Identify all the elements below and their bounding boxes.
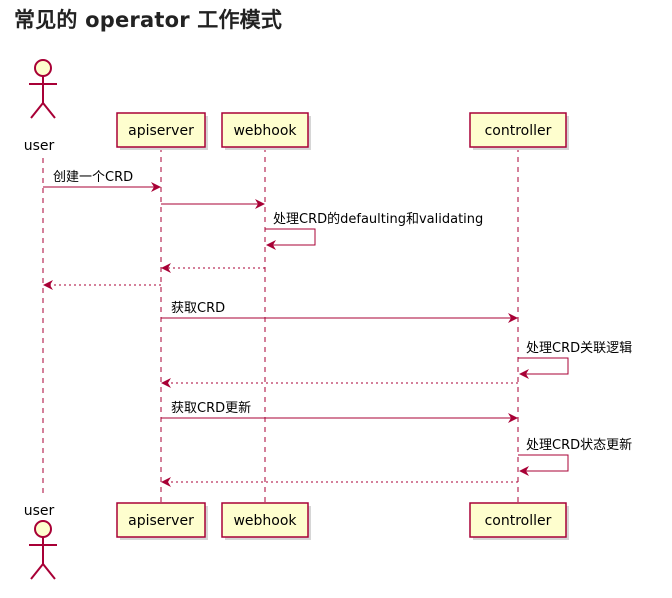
actor-label: user — [24, 503, 55, 519]
actor-legs — [30, 101, 56, 119]
participant-label: apiserver — [128, 123, 194, 139]
participant-label: controller — [485, 123, 552, 139]
message-label: 获取CRD更新 — [171, 400, 251, 416]
page-title: 常见的 operator 工作模式 — [14, 8, 283, 32]
message-label: 处理CRD关联逻辑 — [526, 341, 632, 356]
participant-label: apiserver — [128, 513, 194, 529]
message-arrow — [265, 228, 316, 250]
message-6: 获取CRD — [161, 301, 518, 323]
message-label: 创建一个CRD — [53, 170, 133, 185]
participant-label: webhook — [233, 513, 297, 529]
participant-webhook-bottom: webhook — [221, 502, 311, 540]
message-3: 处理CRD的defaulting和validating — [265, 211, 483, 250]
actor-user-top: user — [24, 59, 57, 154]
message-9: 获取CRD更新 — [161, 400, 518, 423]
participant-box-rect — [221, 112, 309, 148]
participant-label: controller — [485, 513, 552, 529]
participant-apiserver-top: apiserver — [116, 112, 208, 150]
participant-controller-bottom: controller — [469, 502, 569, 540]
message-label: 获取CRD — [171, 301, 225, 316]
participant-apiserver-bottom: apiserver — [116, 502, 208, 540]
message-arrow — [518, 454, 569, 476]
participant-label: webhook — [233, 123, 297, 139]
participant-box-rect — [116, 502, 206, 538]
participant-controller-top: controller — [469, 112, 569, 150]
actor-user-bottom: user — [24, 503, 57, 580]
actor-head — [34, 520, 52, 538]
participant-webhook-top: webhook — [221, 112, 311, 150]
message-7: 处理CRD关联逻辑 — [518, 341, 632, 379]
participant-box-rect — [116, 112, 206, 148]
participant-box-rect — [221, 502, 309, 538]
actor-head — [34, 59, 52, 77]
message-arrow — [518, 357, 569, 379]
participant-box-rect — [469, 502, 567, 538]
message-10: 处理CRD状态更新 — [518, 437, 632, 476]
message-label: 处理CRD的defaulting和validating — [273, 211, 483, 227]
message-label: 处理CRD状态更新 — [526, 437, 632, 453]
actor-legs — [30, 562, 56, 580]
actor-label: user — [24, 138, 55, 154]
message-1: 创建一个CRD — [43, 170, 161, 192]
participant-box-rect — [469, 112, 567, 148]
